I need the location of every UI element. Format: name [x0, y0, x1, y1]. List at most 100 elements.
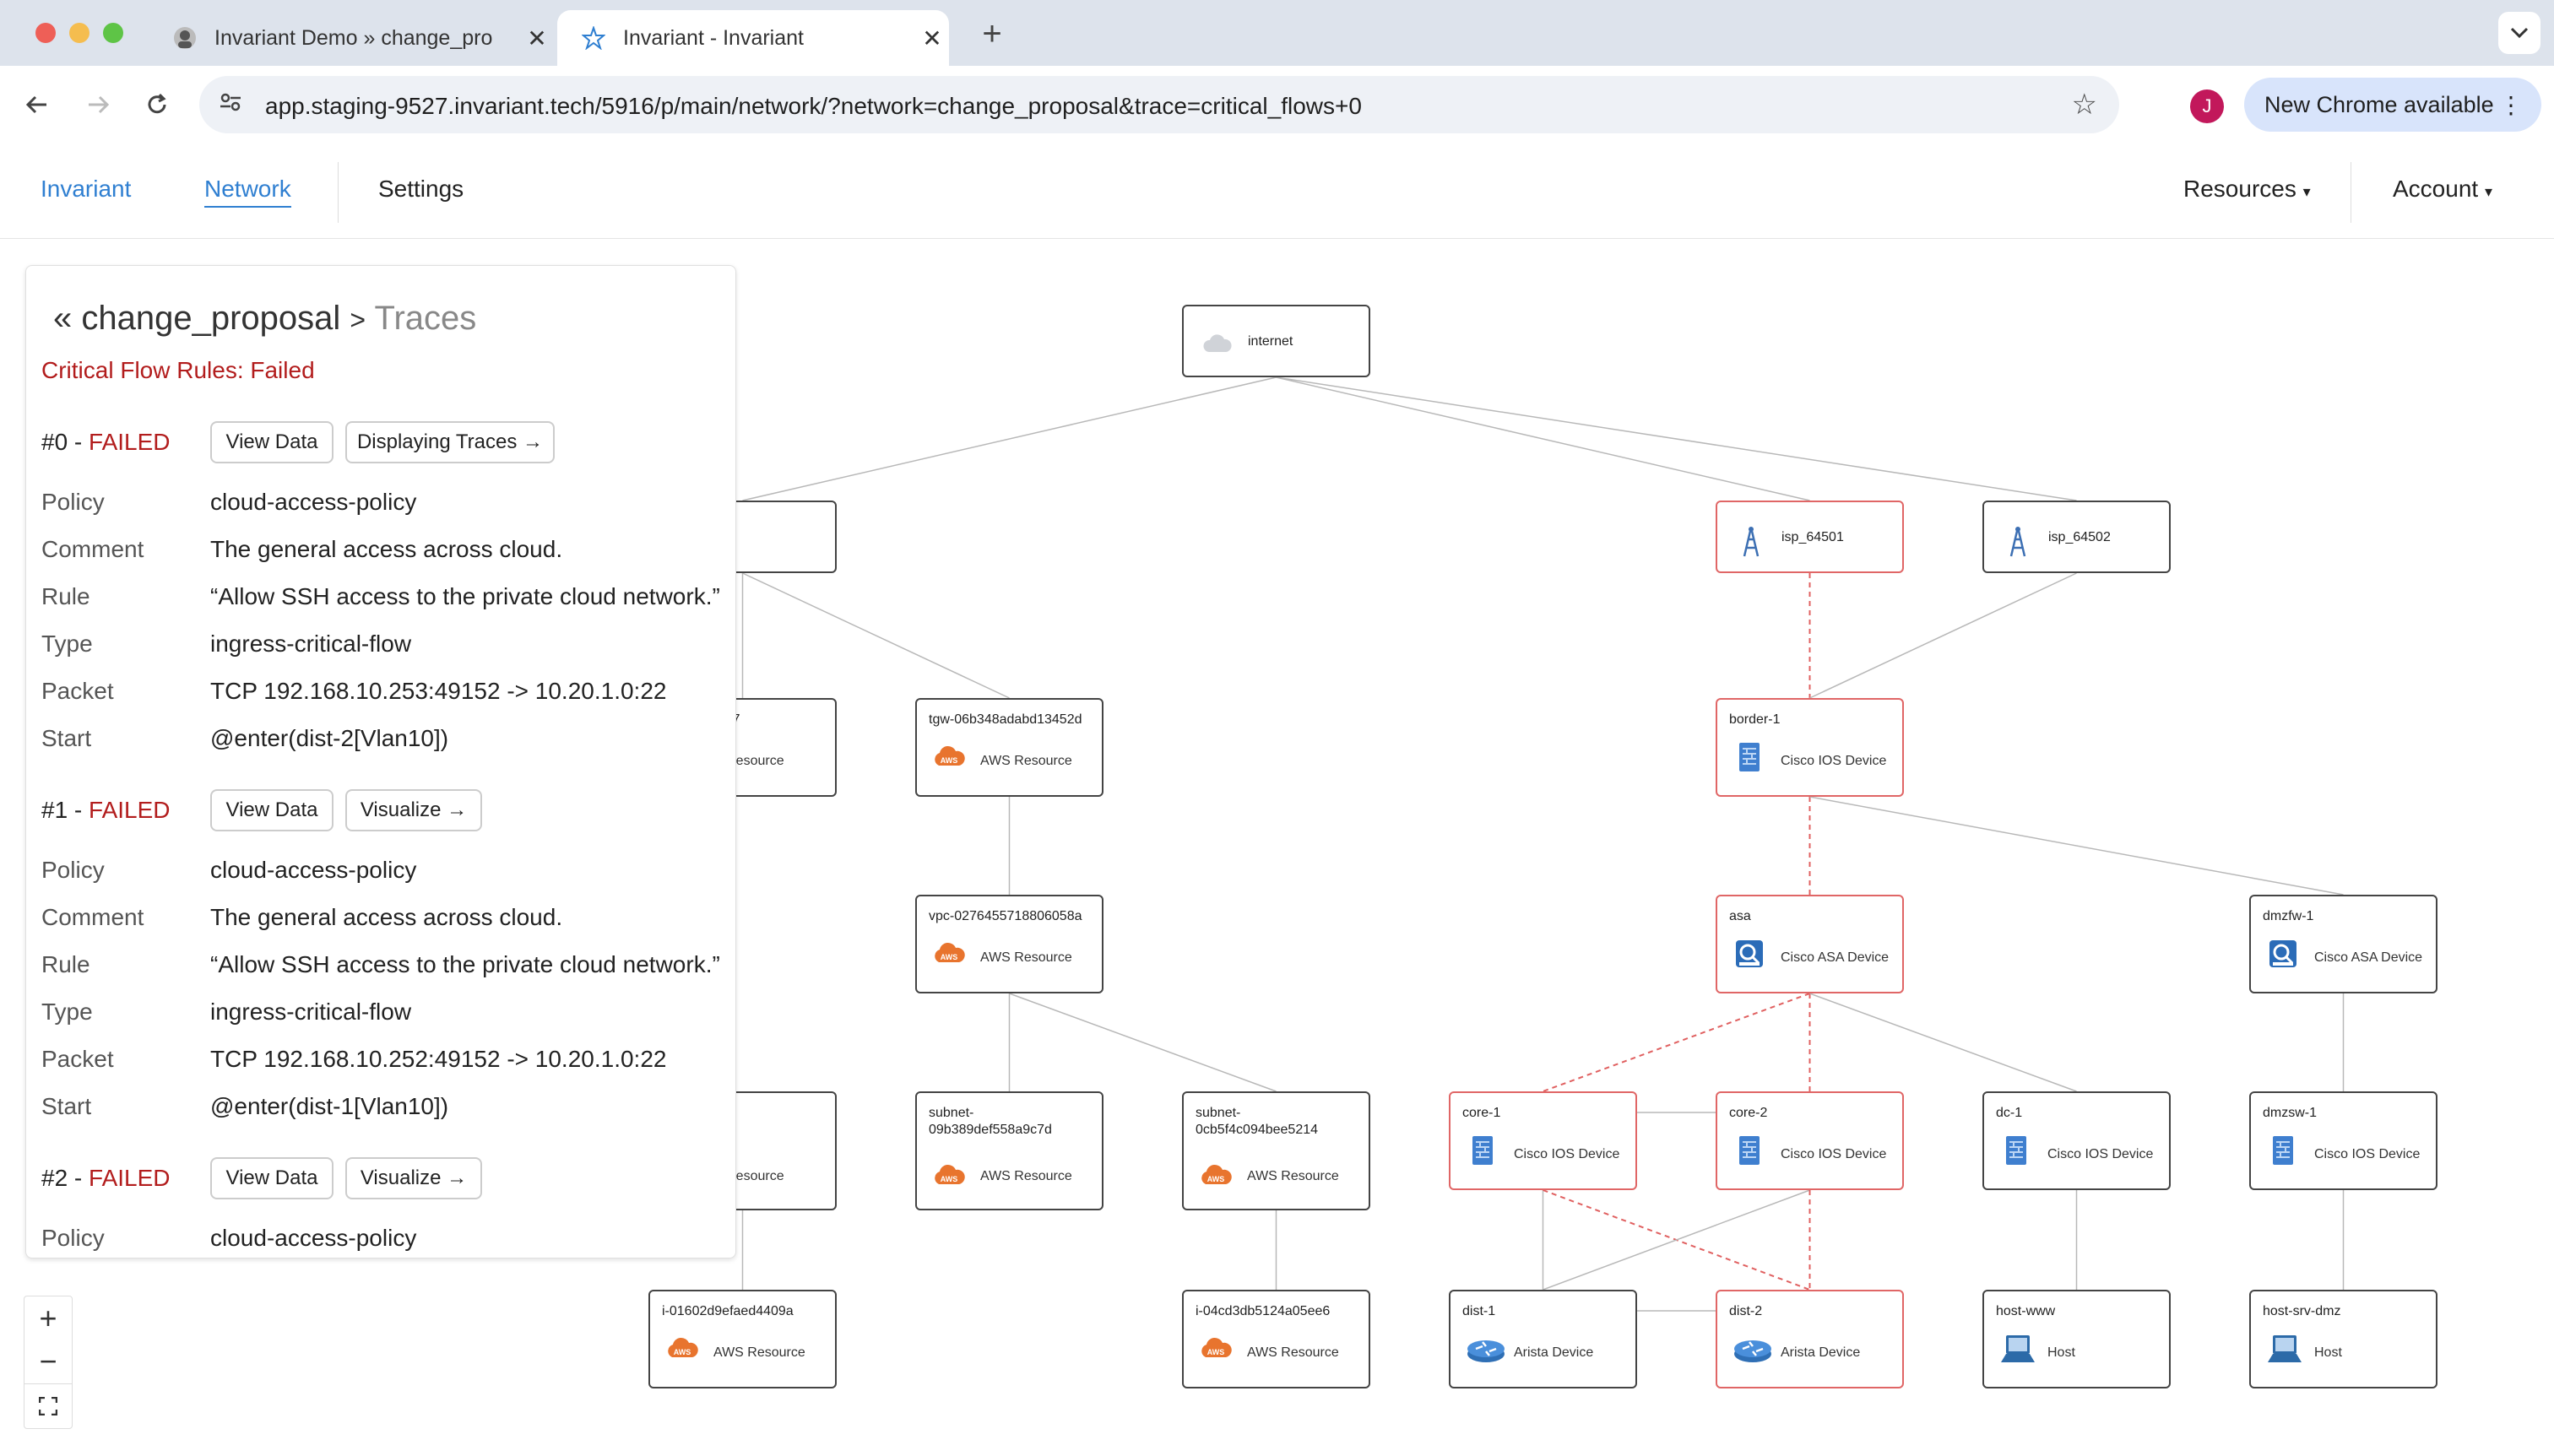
- type-label: Type: [41, 631, 93, 657]
- displaying-traces-button[interactable]: Displaying Traces →: [345, 421, 555, 463]
- maximize-window-button[interactable]: [103, 23, 123, 43]
- breadcrumb: « change_proposal > Traces: [53, 300, 476, 338]
- policy-value: cloud-access-policy: [210, 1225, 417, 1251]
- caret-down-icon: ▾: [2302, 183, 2311, 200]
- reload-icon: [148, 93, 166, 114]
- brand-link[interactable]: Invariant: [41, 176, 132, 202]
- back-button[interactable]: [15, 83, 59, 127]
- close-window-button[interactable]: [35, 23, 56, 43]
- close-tab-icon[interactable]: ✕: [922, 24, 942, 51]
- node-name: vpc-0276455718806058a: [929, 909, 1082, 923]
- profile-avatar[interactable]: J: [2190, 89, 2224, 123]
- router-icon: [1732, 1332, 1771, 1364]
- nav-network-link[interactable]: Network: [204, 176, 291, 208]
- tower-icon: [2001, 524, 2033, 557]
- trace-heading: #2 - FAILED: [41, 1165, 171, 1192]
- cloud-icon: [1201, 328, 1233, 360]
- visualize-button[interactable]: Visualize →: [345, 1157, 482, 1199]
- bookmark-star-icon[interactable]: ☆: [2071, 89, 2097, 121]
- resources-dropdown[interactable]: Resources ▾: [2183, 176, 2311, 203]
- packet-value: TCP 192.168.10.252:49152 -> 10.20.1.0:22: [210, 1046, 667, 1072]
- view-data-button[interactable]: View Data: [210, 421, 333, 463]
- node-name: internet: [1248, 334, 1293, 349]
- traces-panel: « change_proposal > Traces Critical Flow…: [25, 265, 736, 1258]
- new-tab-button[interactable]: +: [982, 15, 1002, 52]
- visualize-button[interactable]: Visualize →: [345, 789, 482, 831]
- node-name: isp_64501: [1781, 530, 1844, 544]
- close-tab-icon[interactable]: ✕: [527, 24, 547, 51]
- aws-icon: AWS: [932, 937, 965, 969]
- fit-view-button[interactable]: [24, 1383, 73, 1429]
- browser-toolbar: app.staging-9527.invariant.tech/5916/p/m…: [0, 66, 2554, 144]
- collapse-panel-button[interactable]: «: [53, 300, 73, 337]
- nav-settings-link[interactable]: Settings: [378, 176, 464, 202]
- policy-label: Policy: [41, 1225, 105, 1251]
- minimize-window-button[interactable]: [69, 23, 89, 43]
- svg-text:AWS: AWS: [1207, 1348, 1225, 1356]
- site-settings-icon[interactable]: [218, 89, 243, 122]
- address-bar[interactable]: app.staging-9527.invariant.tech/5916/p/m…: [199, 76, 2119, 133]
- aws-icon: AWS: [932, 1159, 965, 1191]
- type-value: ingress-critical-flow: [210, 999, 412, 1025]
- trace-result: FAILED: [89, 797, 171, 823]
- rule-label: Rule: [41, 583, 90, 609]
- node-isp2[interactable]: isp_64502: [1982, 501, 2171, 573]
- packet-label: Packet: [41, 678, 114, 704]
- node-type: AWS Resource: [980, 1169, 1072, 1183]
- zoom-out-button[interactable]: −: [24, 1340, 73, 1384]
- zoom-in-button[interactable]: +: [24, 1296, 73, 1341]
- reload-button[interactable]: [135, 83, 179, 127]
- browser-tab-invariant[interactable]: Invariant - Invariant ✕: [557, 10, 949, 66]
- node-type: Cisco IOS Device: [2314, 1147, 2421, 1161]
- critical-flow-status: Critical Flow Rules: Failed: [41, 357, 315, 383]
- policy-label: Policy: [41, 489, 105, 515]
- view-data-button[interactable]: View Data: [210, 789, 333, 831]
- svg-text:AWS: AWS: [941, 1175, 958, 1183]
- forward-button[interactable]: [76, 83, 120, 127]
- asa-icon: [2266, 937, 2298, 969]
- policy-value: cloud-access-policy: [210, 857, 417, 883]
- node-name: asa: [1729, 909, 1751, 923]
- url-host: app.staging-9527.invariant.tech: [265, 93, 595, 119]
- node-name: dist-1: [1462, 1304, 1496, 1318]
- start-label: Start: [41, 1093, 92, 1119]
- rule-value: “Allow SSH access to the private cloud n…: [210, 951, 720, 977]
- browser-tab-demo[interactable]: Invariant Demo » change_pro ✕: [149, 10, 554, 66]
- node-type: AWS Resource: [980, 950, 1072, 965]
- firewall-icon: [2266, 1134, 2298, 1166]
- graph-edge-as16509-tgwB: [742, 572, 1010, 699]
- aws-icon: AWS: [932, 740, 965, 772]
- node-name: dc-1: [1996, 1106, 2023, 1120]
- chrome-update-button[interactable]: New Chrome available ⋮: [2244, 78, 2541, 132]
- view-data-button[interactable]: View Data: [210, 1157, 333, 1199]
- node-name: tgw-06b348adabd13452d: [929, 712, 1082, 727]
- more-menu-icon[interactable]: ⋮: [2499, 91, 2523, 118]
- node-type: Cisco ASA Device: [2314, 950, 2423, 965]
- trace-heading: #0 - FAILED: [41, 429, 171, 456]
- aws-icon: AWS: [1199, 1332, 1232, 1364]
- start-label: Start: [41, 725, 92, 751]
- node-name: i-01602d9efaed4409a: [662, 1304, 794, 1318]
- tab-search-button[interactable]: [2498, 12, 2540, 54]
- node-internet[interactable]: internet: [1182, 305, 1370, 377]
- proposal-crumb[interactable]: change_proposal: [81, 300, 341, 337]
- account-dropdown[interactable]: Account ▾: [2393, 176, 2492, 203]
- node-isp1[interactable]: isp_64501: [1716, 501, 1904, 573]
